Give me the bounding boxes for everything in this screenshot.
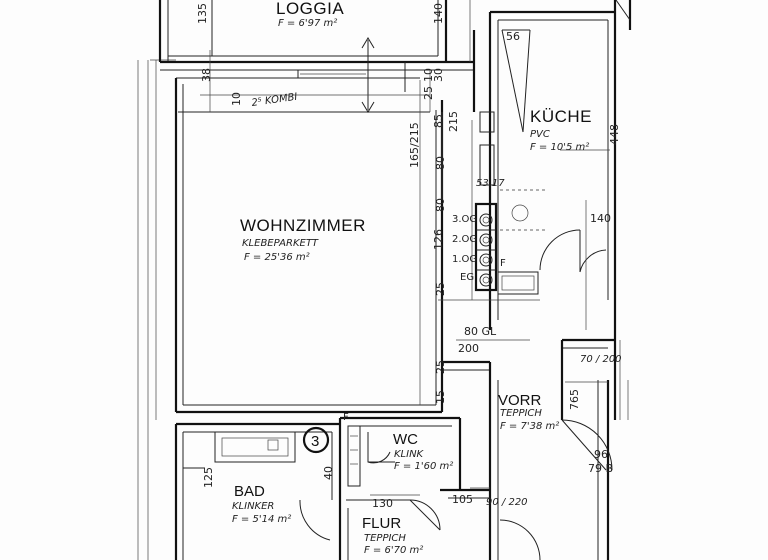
bathroom-walls (174, 418, 342, 560)
loggia-name: LOGGIA (276, 0, 344, 18)
living-room-area: F = 25'36 m² (244, 252, 310, 263)
hall-area: F = 7'38 m² (500, 421, 559, 432)
level-label: EG (460, 272, 474, 283)
dim-765: 765 (568, 389, 581, 410)
hall-walls (442, 338, 629, 560)
dim-80a: 80 (434, 156, 447, 170)
kitchen-floor: PVC (530, 129, 550, 140)
installation-shaft (474, 111, 498, 292)
corridor-walls (338, 488, 541, 560)
kitchen-counter (497, 189, 607, 295)
wc-floor: KLINK (394, 449, 425, 460)
dim-70-200: 70 / 200 (580, 354, 622, 365)
kitchen-name: KÜCHE (530, 107, 592, 126)
wc-name: WC (393, 431, 418, 448)
dim-130: 130 (372, 497, 393, 510)
dim-200: 200 (458, 342, 479, 355)
hall-floor: TEPPICH (500, 408, 542, 419)
dim-15: 15 (434, 390, 447, 404)
bathroom-floor: KLINKER (232, 501, 274, 512)
dim-165-215: 165/215 (408, 122, 421, 168)
level-label: 2.OG (452, 234, 477, 245)
dim-90-220: 90 / 220 (486, 497, 528, 508)
dimension-lines (209, 50, 610, 496)
corridor-name: FLUR (362, 515, 401, 532)
hall-name: VORR (498, 392, 542, 409)
shaft-letter: F (343, 412, 349, 423)
loggia-area: F = 6'97 m² (278, 18, 337, 29)
dim-85: 85 (432, 114, 445, 128)
window-arrow (297, 37, 406, 113)
corridor-area: F = 6'70 m² (364, 545, 423, 556)
shaft-letter: F (500, 258, 506, 269)
wc-walls (340, 416, 462, 501)
dim-25a: 25 (422, 86, 435, 100)
level-label: 1.OG (452, 254, 477, 265)
dim-96: 96 (594, 448, 608, 461)
dim-loggia-left: 135 (196, 3, 209, 24)
dim-79b: 79 B (588, 462, 613, 475)
dim-448: 448 (608, 124, 621, 145)
bathroom-name: BAD (234, 483, 265, 500)
dim-215: 215 (447, 111, 460, 132)
dim-125: 125 (202, 467, 215, 488)
dim-25c: 25 (434, 360, 447, 374)
wc-area: F = 1'60 m² (394, 461, 453, 472)
dim-10: 10 (230, 92, 243, 106)
dim-140: 140 (590, 212, 611, 225)
dim-38: 38 (200, 68, 213, 82)
kitchen-area: F = 10'5 m² (530, 142, 589, 153)
corridor-floor: TEPPICH (364, 533, 406, 544)
living-room-walls (174, 78, 444, 414)
kitchen-walls (472, 0, 632, 420)
dim-53-17: 53 17 (476, 178, 505, 189)
dim-56: 56 (506, 30, 520, 43)
bath-marker-number: 3 (311, 433, 319, 450)
facade-left (137, 59, 176, 560)
dim-kombi: 2⁵ KOMBI (251, 92, 298, 109)
dim-10b: 10 (422, 68, 435, 82)
dim-105: 105 (452, 493, 473, 506)
dim-30: 30 (432, 68, 445, 82)
dim-126: 126 (432, 229, 445, 250)
level-label: 3.OG (452, 214, 477, 225)
dim-loggia-right: 140 (432, 3, 445, 24)
dim-80-gl: 80 GL (464, 325, 497, 338)
living-room-floor: KLEBEPARKETT (242, 238, 319, 249)
dim-80b: 80 (434, 198, 447, 212)
dim-25b: 25 (434, 282, 447, 296)
living-room-name: WOHNZIMMER (240, 216, 366, 235)
bathroom-area: F = 5'14 m² (232, 514, 291, 525)
dim-40: 40 (322, 466, 335, 480)
